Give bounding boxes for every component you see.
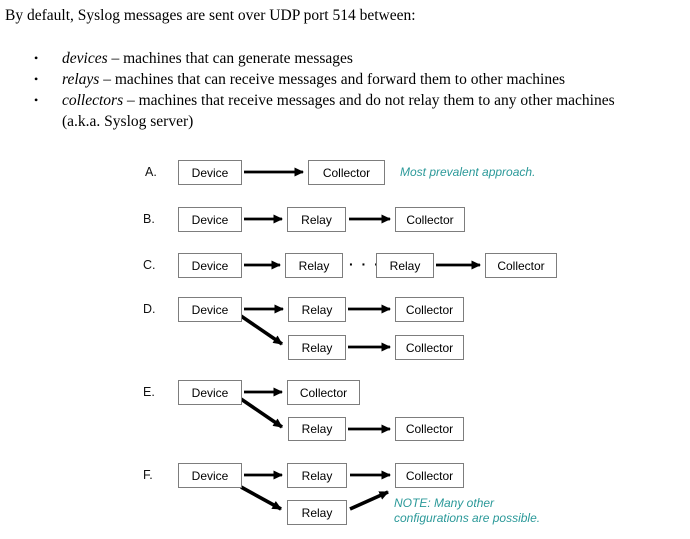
bullet-collectors-text: collectors – machines that receive messa… bbox=[62, 90, 615, 132]
device-box-d: Device bbox=[178, 297, 242, 322]
relay-box-c2: Relay bbox=[376, 253, 434, 278]
relay-box-e: Relay bbox=[288, 417, 346, 441]
bullet-collectors-desc: – machines that receive messages and do … bbox=[123, 92, 615, 109]
ellipsis-dots: · · · bbox=[349, 256, 381, 272]
bullet-relays-desc: – machines that can receive messages and… bbox=[99, 71, 565, 88]
relay-box-c1: Relay bbox=[285, 253, 343, 278]
device-box-c: Device bbox=[178, 253, 242, 278]
note-line-2: configurations are possible. bbox=[394, 511, 541, 525]
annotation-most-prevalent: Most prevalent approach. bbox=[400, 165, 536, 179]
note-line-1: NOTE: Many other bbox=[394, 496, 495, 510]
row-label-e: E. bbox=[143, 385, 155, 399]
relay-box-f2: Relay bbox=[287, 500, 347, 525]
bullet-devices-desc: – machines that can generate messages bbox=[107, 50, 353, 67]
arrow-e-device-relay bbox=[239, 397, 284, 429]
term-relays: relays bbox=[62, 71, 100, 88]
bullet-relays-text: relays – machines that can receive messa… bbox=[62, 69, 565, 90]
relay-box-f1: Relay bbox=[287, 463, 347, 488]
bullet-relays: • relays – machines that can receive mes… bbox=[34, 69, 684, 90]
arrow-f-device-relay2 bbox=[240, 485, 282, 511]
device-box-f: Device bbox=[178, 463, 242, 488]
bullet-devices-text: devices – machines that can generate mes… bbox=[62, 48, 353, 69]
row-label-b: B. bbox=[143, 212, 155, 226]
bullet-devices: • devices – machines that can generate m… bbox=[34, 48, 684, 69]
collector-box-f: Collector bbox=[395, 463, 464, 488]
page-title: By default, Syslog messages are sent ove… bbox=[5, 7, 416, 24]
arrow-d-device-relay2 bbox=[239, 314, 284, 346]
row-label-a: A. bbox=[145, 165, 157, 179]
bullet-list: • devices – machines that can generate m… bbox=[34, 48, 684, 132]
device-box-a: Device bbox=[178, 160, 242, 185]
collector-box-e1: Collector bbox=[287, 380, 360, 405]
bullet-collectors: • collectors – machines that receive mes… bbox=[34, 90, 684, 132]
collector-box-c: Collector bbox=[485, 253, 557, 278]
row-label-c: C. bbox=[143, 258, 156, 272]
collector-box-e2: Collector bbox=[395, 417, 464, 441]
bullet-dot-icon: • bbox=[34, 51, 39, 65]
relay-box-d1: Relay bbox=[288, 297, 346, 322]
bullet-collectors-line2: (a.k.a. Syslog server) bbox=[62, 113, 194, 130]
relay-box-b: Relay bbox=[287, 207, 346, 232]
term-devices: devices bbox=[62, 50, 108, 67]
device-box-e: Device bbox=[178, 380, 242, 405]
collector-box-d2: Collector bbox=[395, 335, 464, 360]
relay-box-d2: Relay bbox=[288, 335, 346, 360]
term-collectors: collectors bbox=[62, 92, 124, 109]
collector-box-b: Collector bbox=[395, 207, 465, 232]
bullet-dot-icon: • bbox=[34, 72, 39, 86]
annotation-note: NOTE: Many other configurations are poss… bbox=[394, 496, 540, 526]
device-box-b: Device bbox=[178, 207, 242, 232]
row-label-f: F. bbox=[143, 468, 153, 482]
arrow-f-relay2-collector bbox=[349, 490, 389, 511]
collector-box-d1: Collector bbox=[395, 297, 464, 322]
row-label-d: D. bbox=[143, 302, 156, 316]
bullet-dot-icon: • bbox=[34, 93, 39, 107]
collector-box-a: Collector bbox=[308, 160, 385, 185]
